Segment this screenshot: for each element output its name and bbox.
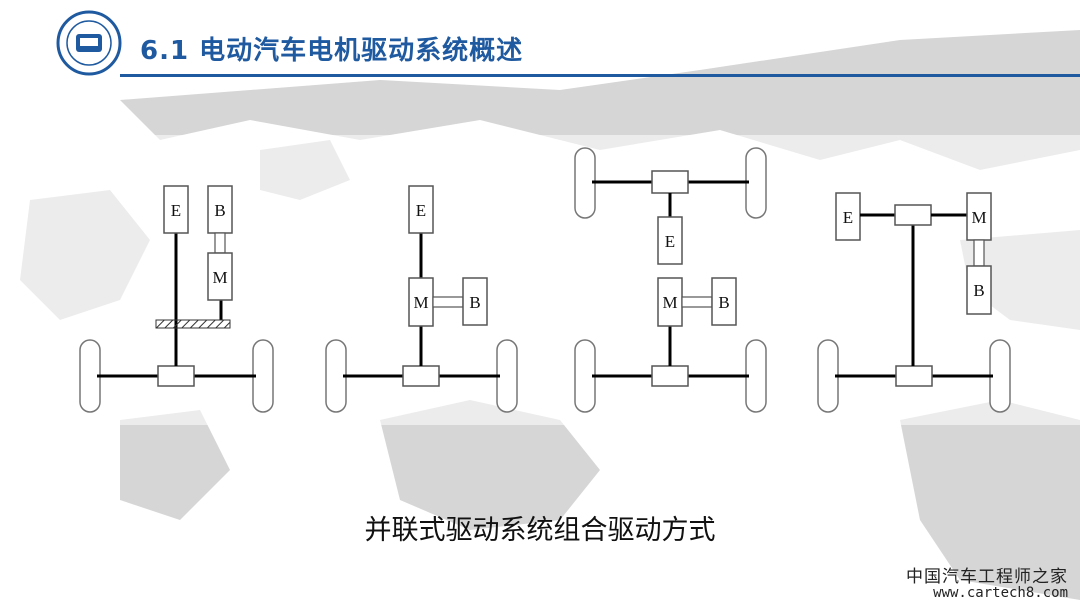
battery-box: [711, 277, 737, 326]
differential: [895, 365, 933, 387]
engine-box: [163, 185, 189, 234]
engine-label: E: [843, 208, 853, 227]
battery-box: [462, 277, 488, 326]
differential: [402, 365, 440, 387]
battery-label: B: [469, 293, 480, 312]
title-underline: [120, 74, 1080, 77]
figure-caption: 并联式驱动系统组合驱动方式: [364, 515, 716, 546]
engine-label: E: [665, 232, 675, 251]
motor-label: M: [413, 293, 428, 312]
motor-label: M: [971, 208, 986, 227]
motor-box: [408, 277, 434, 327]
gearbox: [894, 204, 932, 226]
engine-box: [408, 185, 434, 234]
connector: [681, 296, 713, 308]
motor-box: [966, 192, 992, 241]
battery-box: [966, 265, 992, 315]
engine-box: [657, 216, 683, 265]
map-landmass: [900, 400, 1080, 600]
motor-box: [657, 277, 683, 327]
watermark-name: 中国汽车工程师之家: [906, 567, 1068, 587]
config-3-dual-axle: E M B: [574, 147, 767, 413]
connector: [432, 296, 464, 308]
motor-label: M: [662, 293, 677, 312]
engine-label: E: [171, 201, 181, 220]
battery-label: B: [973, 281, 984, 300]
config-1-torque-coupler: E B M: [79, 185, 274, 413]
torque-coupler: [155, 319, 231, 329]
config-4-gearbox-coupled: E M B: [817, 192, 1011, 413]
motor-box: [207, 252, 233, 301]
connector: [214, 232, 226, 254]
engine-label: E: [416, 201, 426, 220]
page-title: 6.1 电动汽车电机驱动系统概述: [140, 36, 524, 66]
differential: [651, 170, 689, 194]
map-landmass: [120, 410, 230, 520]
battery-label: B: [214, 201, 225, 220]
connector: [973, 239, 985, 267]
motor-label: M: [212, 268, 227, 287]
university-logo: [56, 10, 122, 76]
map-landmass: [380, 400, 600, 530]
engine-box: [835, 192, 861, 241]
differential: [651, 365, 689, 387]
differential: [157, 365, 195, 387]
battery-label: B: [718, 293, 729, 312]
config-2-shaft-coupled-motor: E M B: [325, 185, 518, 413]
watermark-url: www.cartech8.com: [933, 585, 1068, 601]
